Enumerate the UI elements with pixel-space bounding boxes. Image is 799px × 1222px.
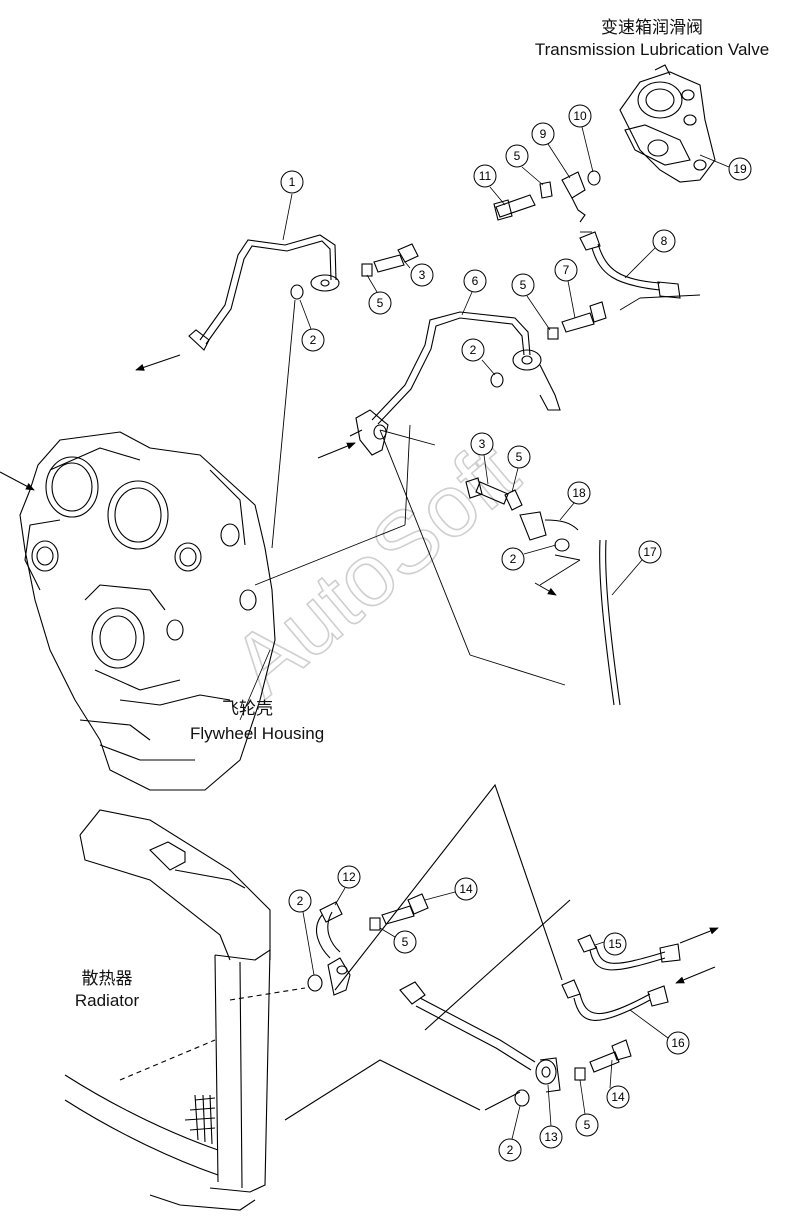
svg-text:14: 14 xyxy=(611,1090,625,1104)
svg-text:2: 2 xyxy=(310,333,317,347)
callout: 2 xyxy=(501,544,557,571)
callout: 5 xyxy=(511,273,551,331)
callout: 9 xyxy=(531,122,571,179)
flywheel-caption-en: Flywheel Housing xyxy=(190,724,324,743)
valve-caption-en: Transmission Lubrication Valve xyxy=(535,40,769,59)
svg-text:3: 3 xyxy=(419,268,426,282)
svg-text:7: 7 xyxy=(563,263,570,277)
callout: 2 xyxy=(498,1105,522,1162)
callout: 2 xyxy=(288,889,315,976)
radiator-caption-cn: 散热器 xyxy=(82,969,133,988)
callout: 19 xyxy=(699,154,752,181)
callout: 14 xyxy=(424,877,478,901)
svg-text:5: 5 xyxy=(516,450,523,464)
callout: 15 xyxy=(594,932,627,956)
bolt-3-top xyxy=(361,243,419,277)
callout: 17 xyxy=(611,540,662,596)
svg-text:10: 10 xyxy=(573,109,587,123)
svg-text:8: 8 xyxy=(661,234,668,248)
svg-text:2: 2 xyxy=(470,343,477,357)
callout: 1 xyxy=(280,170,304,241)
callout: 6 xyxy=(461,269,487,316)
tube-1 xyxy=(188,234,340,351)
svg-text:14: 14 xyxy=(459,882,473,896)
callout: 14 xyxy=(606,1059,630,1109)
callout: 10 xyxy=(568,104,594,173)
hose-17 xyxy=(599,539,621,706)
svg-text:12: 12 xyxy=(342,870,356,884)
callout: 5 xyxy=(379,927,417,954)
tube-6 xyxy=(349,311,561,456)
callout: 11 xyxy=(473,164,506,206)
leader-lines xyxy=(254,231,701,686)
svg-text:6: 6 xyxy=(472,274,479,288)
lower-pipes xyxy=(284,783,681,1121)
callout: 5 xyxy=(505,144,544,186)
svg-text:16: 16 xyxy=(671,1036,685,1050)
flow-arrows xyxy=(0,354,719,984)
svg-text:17: 17 xyxy=(643,545,657,559)
valve-fittings xyxy=(493,170,681,299)
callout: 5 xyxy=(366,274,392,315)
svg-text:5: 5 xyxy=(520,278,527,292)
callout: 3 xyxy=(404,261,434,287)
valve-caption-cn: 变速箱润滑阀 xyxy=(601,18,703,37)
svg-text:2: 2 xyxy=(510,552,517,566)
radiator-caption-en: Radiator xyxy=(75,991,140,1010)
svg-text:5: 5 xyxy=(377,296,384,310)
callout: 12 xyxy=(334,865,361,906)
watermark: AutoSoft xyxy=(214,422,536,715)
flywheel-housing xyxy=(19,431,276,791)
bolt-3-mid xyxy=(465,477,579,552)
callout: 2 xyxy=(299,299,325,352)
svg-text:2: 2 xyxy=(507,1143,514,1157)
svg-text:11: 11 xyxy=(479,169,492,183)
svg-text:13: 13 xyxy=(544,1130,558,1144)
callout: 7 xyxy=(554,258,578,319)
callouts: 1 2 5 3 6 2 5 7 8 9 10 11 5 19 3 5 18 2 … xyxy=(280,104,752,1162)
callout: 5 xyxy=(575,1079,599,1137)
svg-text:3: 3 xyxy=(479,437,486,451)
svg-text:5: 5 xyxy=(514,149,521,163)
svg-text:19: 19 xyxy=(733,162,747,176)
svg-text:18: 18 xyxy=(572,486,586,500)
lubrication-valve xyxy=(619,64,716,183)
radiator xyxy=(64,809,306,1211)
svg-text:5: 5 xyxy=(402,935,409,949)
callout: 13 xyxy=(539,1084,563,1149)
svg-text:9: 9 xyxy=(540,127,547,141)
bolt-7 xyxy=(547,301,607,340)
callout: 2 xyxy=(461,338,496,376)
svg-text:1: 1 xyxy=(289,175,296,189)
flywheel-caption-cn: 飞轮壳 xyxy=(222,699,273,718)
svg-text:15: 15 xyxy=(608,937,622,951)
callout: 3 xyxy=(470,432,494,485)
svg-text:2: 2 xyxy=(297,894,304,908)
callout: 18 xyxy=(559,481,591,521)
svg-text:5: 5 xyxy=(584,1118,591,1132)
callout: 16 xyxy=(629,1009,690,1055)
callout: 8 xyxy=(624,229,676,279)
callout: 5 xyxy=(507,445,531,493)
